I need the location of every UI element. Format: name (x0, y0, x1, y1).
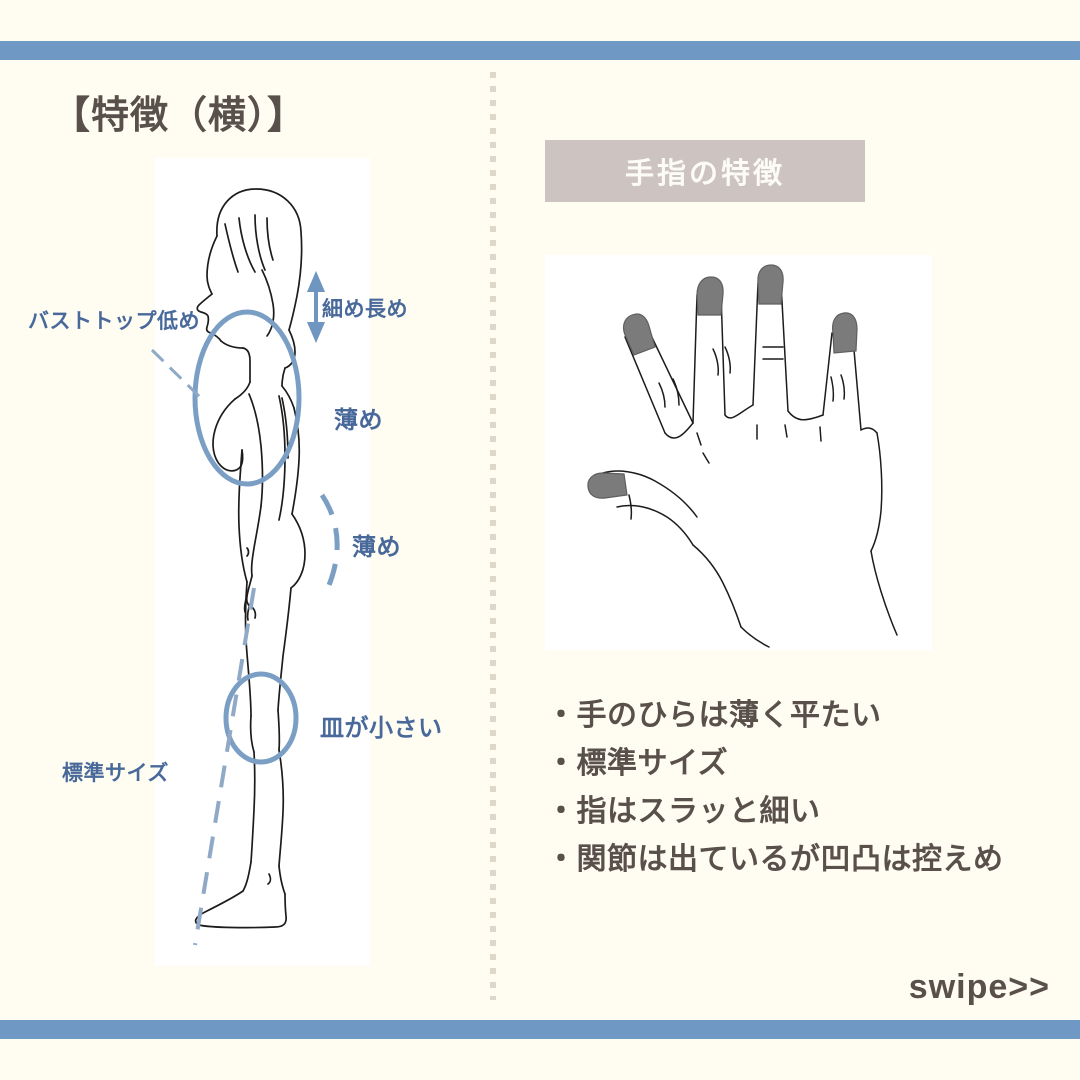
hand-figure (587, 264, 898, 648)
label-bust: バストトップ低め (28, 310, 200, 333)
body-side-illustration-panel (155, 158, 370, 966)
top-blue-rule (0, 41, 1080, 60)
list-item: ・指はスラッと細い (546, 795, 821, 828)
label-knee: 皿が小さい (320, 715, 443, 742)
label-torso: 薄め (334, 407, 383, 434)
page-title: 【特徴（横）】 (52, 95, 307, 137)
label-neck: 細め長め (322, 298, 408, 321)
hand-illustration-panel (545, 255, 932, 650)
fingernails (587, 264, 858, 499)
vertical-dotted-divider (490, 72, 496, 1000)
label-hip: 薄め (352, 534, 401, 561)
body-side-figure (194, 188, 306, 929)
hand-section-title: 手指の特徴 (624, 158, 785, 190)
list-item: ・関節は出ているが凹凸は控えめ (546, 843, 1004, 876)
label-standard-size: 標準サイズ (62, 762, 169, 785)
list-item: ・標準サイズ (546, 747, 729, 780)
hand-feature-list: ・手のひらは薄く平たい ・標準サイズ ・指はスラッと細い ・関節は出ているが凹凸… (546, 692, 1066, 884)
hand-section-banner: 手指の特徴 (545, 140, 865, 202)
list-item: ・手のひらは薄く平たい (546, 699, 882, 732)
bottom-blue-rule (0, 1020, 1080, 1039)
swipe-hint[interactable]: swipe>> (908, 968, 1050, 1006)
